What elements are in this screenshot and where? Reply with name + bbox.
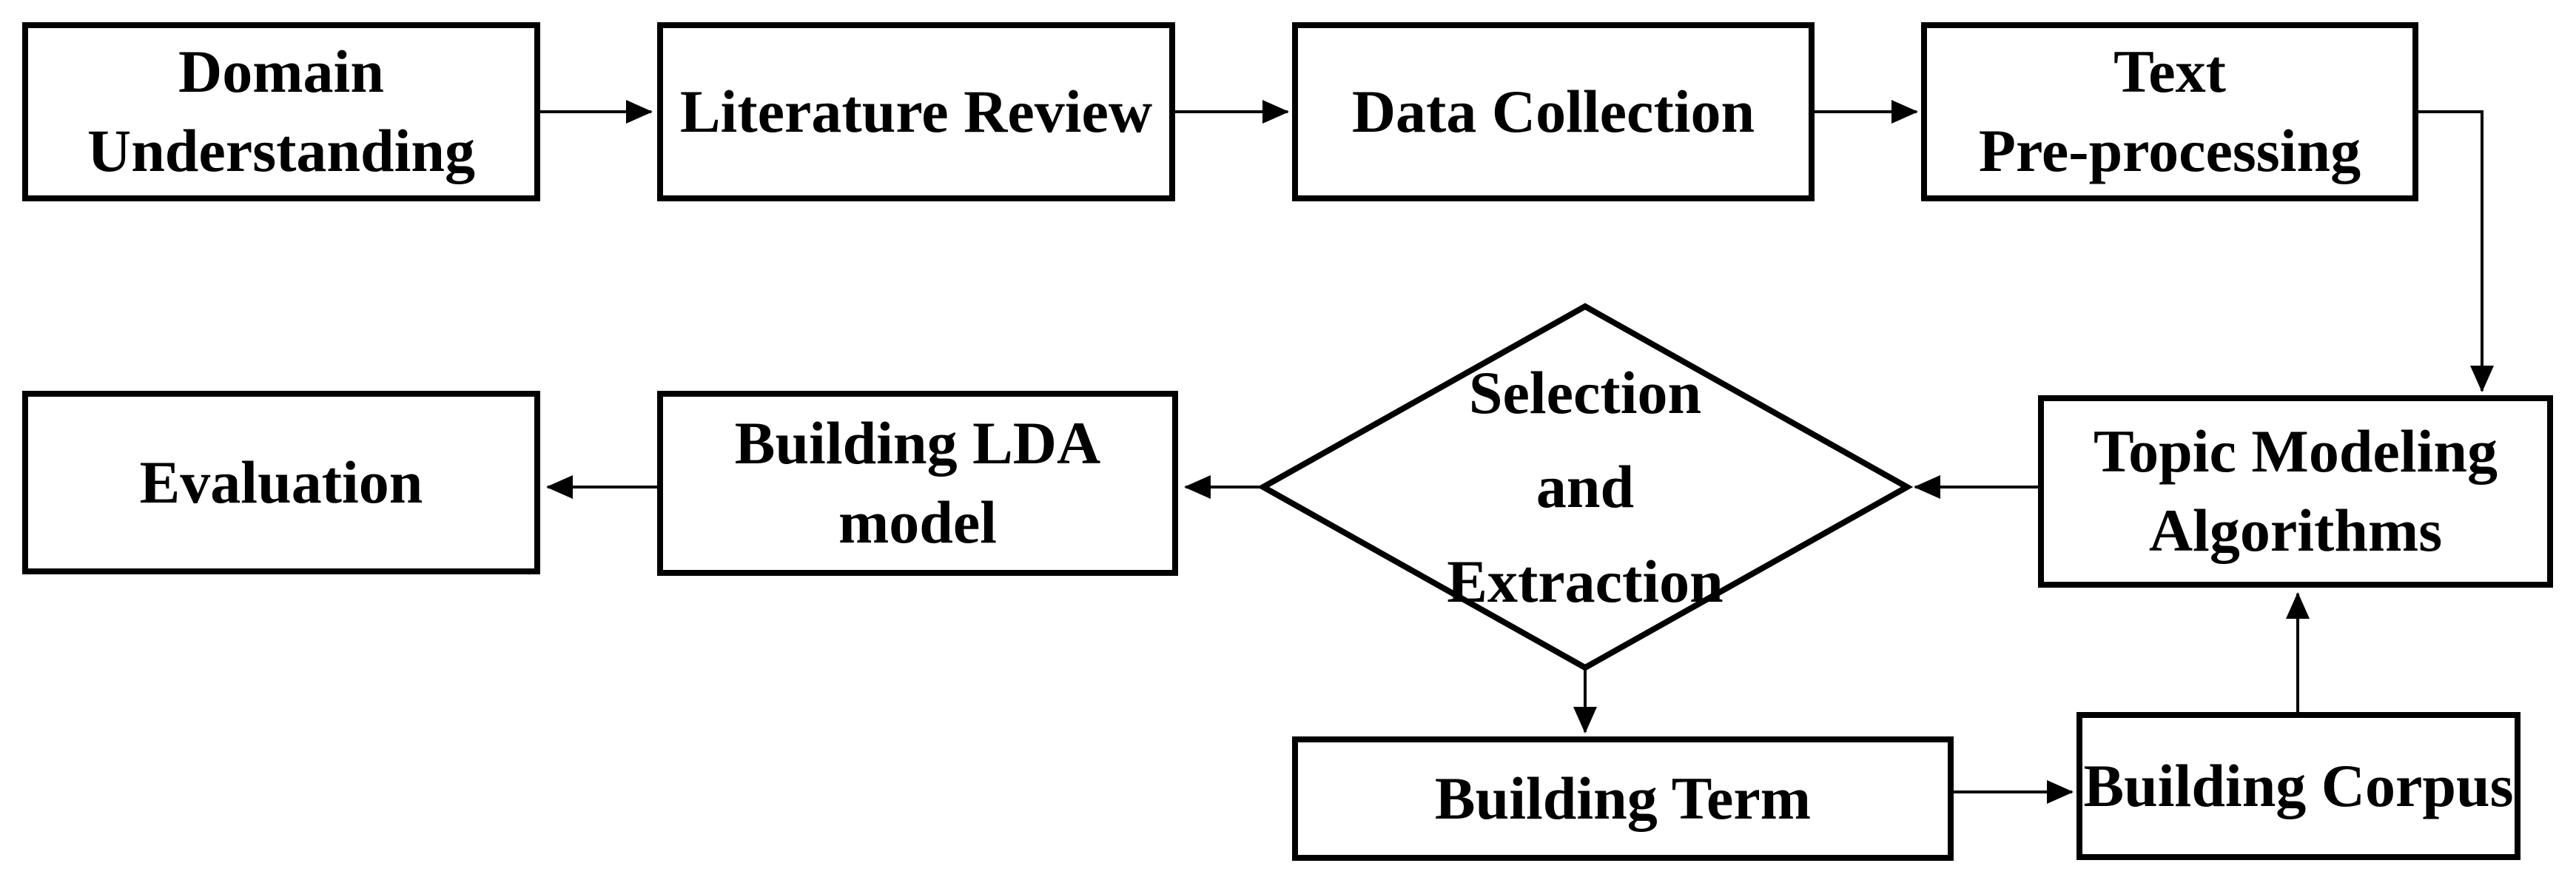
node-label: Building LDA — [734, 409, 1101, 477]
arrow-text-to-topic — [2418, 110, 2494, 392]
node-label: Text — [2113, 38, 2226, 106]
node-domain-understanding: Domain Understanding — [22, 22, 540, 201]
node-data-collection: Data Collection — [1292, 22, 1815, 201]
node-label: Domain — [178, 38, 384, 106]
node-label: Data Collection — [1351, 77, 1755, 145]
node-building-corpus: Building Corpus — [2076, 712, 2520, 860]
node-selection-and-extraction: Selection and Extraction — [1263, 306, 1907, 668]
node-literature-review: Literature Review — [657, 22, 1175, 201]
node-building-lda-model: Building LDA model — [657, 391, 1178, 576]
node-label: Algorithms — [2148, 497, 2443, 564]
node-label: Evaluation — [139, 448, 423, 516]
node-label: Understanding — [87, 117, 476, 184]
node-label: Literature Review — [679, 77, 1153, 145]
node-evaluation: Evaluation — [22, 391, 540, 574]
node-label: Topic Modeling — [2093, 417, 2498, 486]
node-building-term: Building Term — [1292, 736, 1954, 861]
node-topic-modeling-algorithms: Topic Modeling Algorithms — [2038, 395, 2553, 588]
node-label: Building Term — [1434, 764, 1812, 832]
node-label: Pre-processing — [1978, 117, 2361, 184]
node-text-preprocessing: Text Pre-processing — [1921, 22, 2418, 201]
node-label: Extraction — [1447, 547, 1724, 615]
node-label: and — [1536, 453, 1635, 521]
node-label: model — [838, 488, 998, 556]
node-label: Selection — [1468, 359, 1702, 427]
node-label: Building Corpus — [2083, 751, 2514, 819]
